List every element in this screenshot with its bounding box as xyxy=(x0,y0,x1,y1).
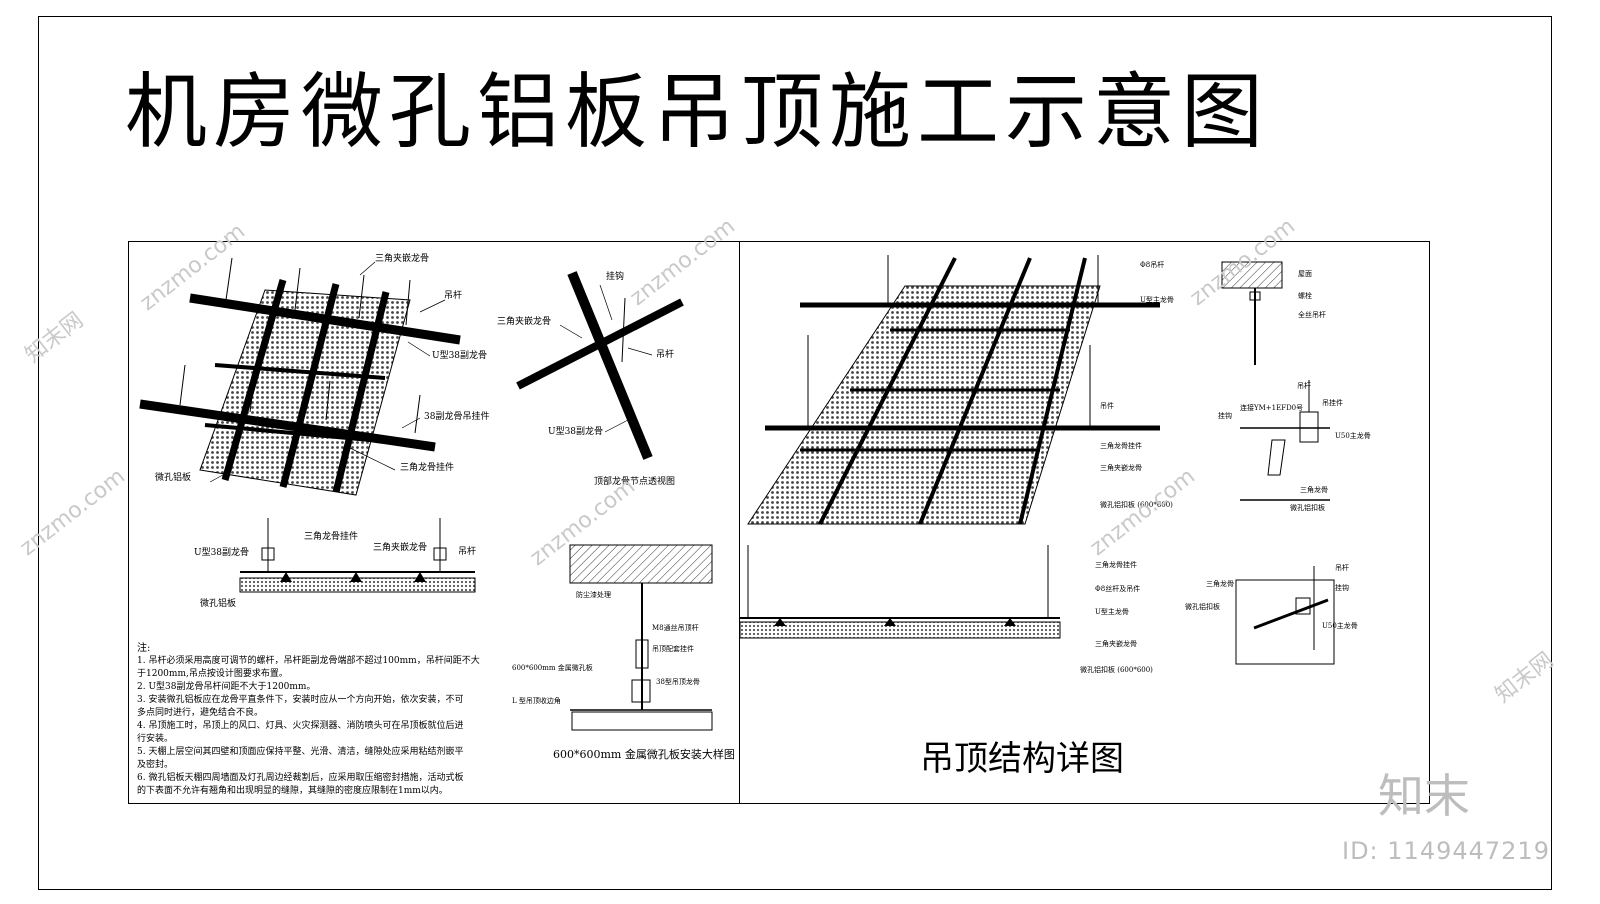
label-r-joint-pendant: 吊挂件 xyxy=(1322,399,1343,407)
label-u38-sub-keel: U型38副龙骨 xyxy=(432,351,488,361)
label-r-phi8-rod: Φ8吊杆 xyxy=(1140,261,1165,269)
label-r-sec-triangle-pendant: 三角龙骨挂件 xyxy=(1095,561,1137,569)
page-title: 机房微孔铝板吊顶施工示意图 xyxy=(125,65,1270,160)
label-triangle-keel: 三角夹嵌龙骨 xyxy=(375,254,430,264)
label-l-edge: L 型吊顶收边角 xyxy=(512,697,561,705)
label-r-sec-phi8: Φ8丝杆及吊件 xyxy=(1095,585,1141,593)
note-line: 的下表面不允许有翘角和出现明显的缝隙，其缝隙的密度应限制在1mm以内。 xyxy=(137,786,448,796)
label-r-joint-u50: U50主龙骨 xyxy=(1335,432,1371,440)
label-r-triangle-pendant: 三角龙骨挂件 xyxy=(1100,442,1142,450)
caption-install-detail: 600*600mm 金属微孔板安装大样图 xyxy=(553,748,735,761)
label-r-joint-rod: 吊杆 xyxy=(1297,382,1311,390)
right-section xyxy=(739,545,1061,639)
caption-node-perspective: 顶部龙骨节点透视图 xyxy=(594,477,676,487)
left-node-perspective xyxy=(516,271,684,460)
note-line: 多点同时进行，避免结合不良。 xyxy=(137,708,264,718)
label-sec-u38: U型38副龙骨 xyxy=(194,548,250,558)
label-r-sec-panel: 微孔铝扣板 (600*600) xyxy=(1080,666,1153,674)
note-line: 6. 微孔铝板天棚四周墙面及灯孔周边经裁割后，应采用取压缩密封措施，活动式板 xyxy=(137,773,464,783)
subtitle-structure-detail: 吊顶结构详图 xyxy=(920,739,1124,779)
construction-notes: 注: 1. 吊杆必须采用高度可调节的螺杆，吊杆距副龙骨端部不超过100mm，吊杆… xyxy=(137,642,517,798)
label-panel-600: 600*600mm 金属微孔板 xyxy=(512,664,593,672)
note-line: 5. 天棚上层空间其四壁和顶面应保持平整、光滑、清洁，缝隙处应采用粘结剂嵌平 xyxy=(137,747,464,757)
label-sec-triangle-keel: 三角夹嵌龙骨 xyxy=(373,543,428,553)
detail-sheet xyxy=(128,241,1430,804)
label-hanger-rod: 吊杆 xyxy=(444,291,463,301)
note-line: 于1200mm,吊点按设计图要求布置。 xyxy=(137,669,288,679)
right-grid-perspective xyxy=(747,255,1160,525)
label-sec-hanger-rod: 吊杆 xyxy=(458,547,477,557)
left-section xyxy=(239,518,476,593)
label-r-joint-triangle: 三角龙骨 xyxy=(1300,486,1328,494)
label-r-micro-panel: 微孔铝扣板 (600*600) xyxy=(1100,501,1173,509)
left-install-detail xyxy=(569,544,713,731)
note-line: 4. 吊顶施工时，吊顶上的风口、灯具、火灾探测器、消防喷头可在吊顶板就位后进 xyxy=(137,721,464,731)
label-keel-38: 38型吊顶龙骨 xyxy=(656,678,700,686)
label-r-joint-panel: 微孔铝扣板 xyxy=(1290,504,1325,512)
notes-heading: 注: xyxy=(137,643,151,654)
label-node-hanger-rod: 吊杆 xyxy=(656,350,675,360)
label-sec-micro-panel: 微孔铝板 xyxy=(200,599,237,609)
label-r-corner-panel: 微孔铝扣板 xyxy=(1185,603,1220,611)
label-r-bolt: 螺栓 xyxy=(1298,292,1312,300)
label-r-corner-u50: U50主龙骨 xyxy=(1322,622,1358,630)
label-r-corner-hook: 挂钩 xyxy=(1335,584,1349,592)
note-line: 3. 安装微孔铝板应在龙骨平直条件下，安装时应从一个方向开始，依次安装，不可 xyxy=(137,695,464,705)
label-r-joint-hook: 挂钩 xyxy=(1218,412,1232,420)
label-r-triangle-keel: 三角夹嵌龙骨 xyxy=(1100,464,1142,472)
label-r-corner-triangle: 三角龙骨 xyxy=(1206,580,1234,588)
label-r-sec-triangle-keel: 三角夹嵌龙骨 xyxy=(1095,640,1137,648)
note-line: 1. 吊杆必须采用高度可调节的螺杆，吊杆距副龙骨端部不超过100mm，吊杆间距不… xyxy=(137,656,480,666)
label-micro-panel: 微孔铝板 xyxy=(155,473,192,483)
label-r-corner-rod: 吊杆 xyxy=(1335,564,1349,572)
label-node-triangle-keel: 三角夹嵌龙骨 xyxy=(497,317,552,327)
note-line: 及密封。 xyxy=(137,760,174,770)
label-dust-treatment: 防尘漆处理 xyxy=(576,591,611,599)
sheet-divider xyxy=(739,241,740,804)
label-r-sec-u-main: U型主龙骨 xyxy=(1095,608,1129,616)
note-line: 2. U型38副龙骨吊杆间距不大于1200mm。 xyxy=(137,682,316,692)
note-line: 行安装。 xyxy=(137,734,174,744)
image-id-label: ID: 1149447219 xyxy=(1342,837,1550,865)
left-grid-perspective xyxy=(139,257,461,496)
drawing-frame xyxy=(38,16,1552,890)
label-r-u-main-keel: U型主龙骨 xyxy=(1140,296,1174,304)
brand-logo: 知末 xyxy=(1378,769,1470,823)
right-corner-detail xyxy=(1235,566,1335,665)
right-anchor-detail xyxy=(1221,261,1283,365)
label-triangle-pendant: 三角龙骨挂件 xyxy=(400,463,455,473)
label-r-joint-connect: 连接YM+1EFD0号 xyxy=(1240,404,1304,412)
label-r-ceiling: 屋面 xyxy=(1298,270,1312,278)
label-hanger-fitting: 吊顶配套挂件 xyxy=(652,645,694,653)
right-joint-detail xyxy=(1240,380,1330,501)
label-keel-38-pendant: 38副龙骨吊挂件 xyxy=(424,412,490,422)
label-hook: 挂钩 xyxy=(606,272,625,282)
label-r-hanger: 吊件 xyxy=(1100,402,1114,410)
label-r-full-rod: 全丝吊杆 xyxy=(1298,311,1326,319)
label-node-u38: U型38副龙骨 xyxy=(548,427,604,437)
label-sec-triangle-pendant: 三角龙骨挂件 xyxy=(304,532,359,542)
label-m8-rod: M8通丝吊顶杆 xyxy=(652,624,699,632)
